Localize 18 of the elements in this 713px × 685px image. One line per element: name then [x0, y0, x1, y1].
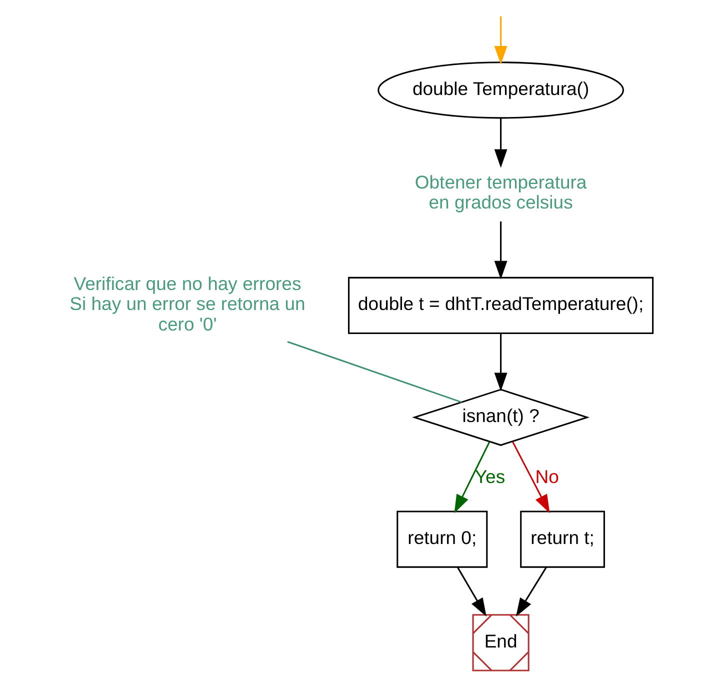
arrow: [456, 566, 486, 617]
arrow: [494, 221, 508, 280]
arrow: [494, 16, 508, 65]
node-box: double t = dhtT.readTemperature();: [348, 276, 654, 334]
arrow: [494, 333, 508, 392]
edge-label: No: [535, 466, 559, 488]
arrow: [512, 441, 550, 514]
arrow: [454, 441, 490, 514]
node-text: Obtener temperatura en grados celsius: [414, 171, 587, 212]
node-ellipse: double Temperatura(): [378, 62, 624, 119]
node-box: return 0;: [396, 510, 488, 568]
node-text: Verificar que no hay errores Si hay un error se retorna un cero '0': [70, 273, 306, 334]
arrow: [494, 118, 508, 168]
node-box: return t;: [520, 510, 605, 568]
arrow: [516, 566, 547, 617]
node-diamond: isnan(t) ?: [412, 388, 590, 446]
edge-label: Yes: [474, 466, 506, 488]
connector: [287, 341, 462, 403]
